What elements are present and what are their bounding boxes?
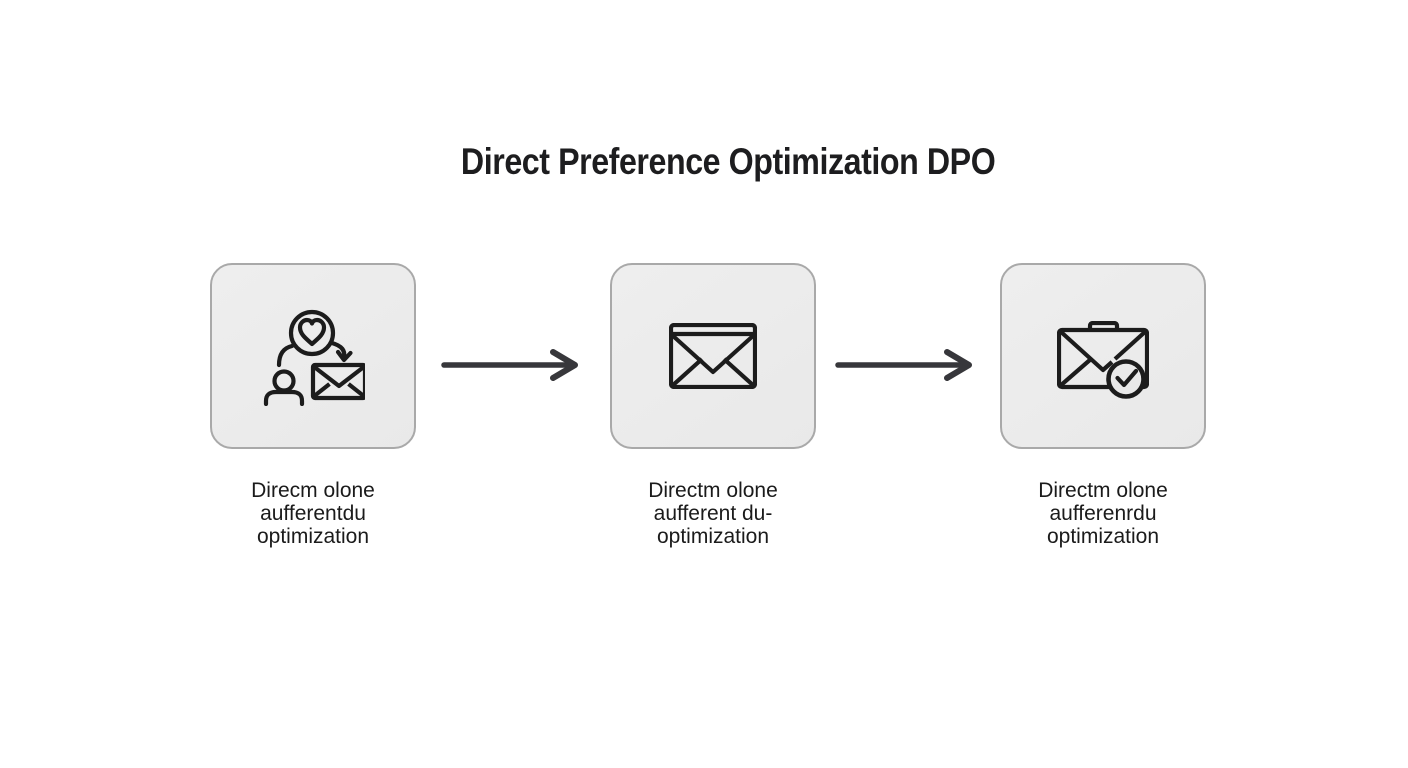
caption-line: aufferent du- bbox=[653, 502, 773, 525]
step-caption-3: Directm olone aufferenrdu optimization bbox=[1002, 479, 1204, 548]
caption-line: Directm olone bbox=[648, 479, 778, 502]
envelope-icon bbox=[669, 323, 757, 389]
caption-line: optimization bbox=[256, 525, 370, 548]
step-box-message bbox=[610, 263, 816, 449]
caption-line: aufferenrdu bbox=[1049, 502, 1157, 525]
arrow-right-icon bbox=[441, 349, 578, 381]
envelope-check-icon bbox=[1057, 321, 1149, 399]
arrow-right-icon bbox=[835, 349, 972, 381]
caption-line: optimization bbox=[1046, 525, 1160, 548]
step-caption-2: Directm olone aufferent du- optimization bbox=[612, 479, 814, 548]
diagram-title-text: Direct Preference Optimization DPO bbox=[460, 141, 996, 182]
caption-line: Directm olone bbox=[1038, 479, 1168, 502]
user-heart-message-icon bbox=[263, 309, 365, 406]
caption-line: Direcm olone bbox=[251, 479, 375, 502]
caption-line: optimization bbox=[656, 525, 770, 548]
step-box-preference-collection bbox=[210, 263, 416, 449]
caption-line: aufferentdu bbox=[260, 502, 366, 525]
step-caption-1: Direcm olone aufferentdu optimization bbox=[212, 479, 414, 548]
step-box-validated-output bbox=[1000, 263, 1206, 449]
diagram-title: Direct Preference Optimization DPO bbox=[420, 141, 1036, 183]
